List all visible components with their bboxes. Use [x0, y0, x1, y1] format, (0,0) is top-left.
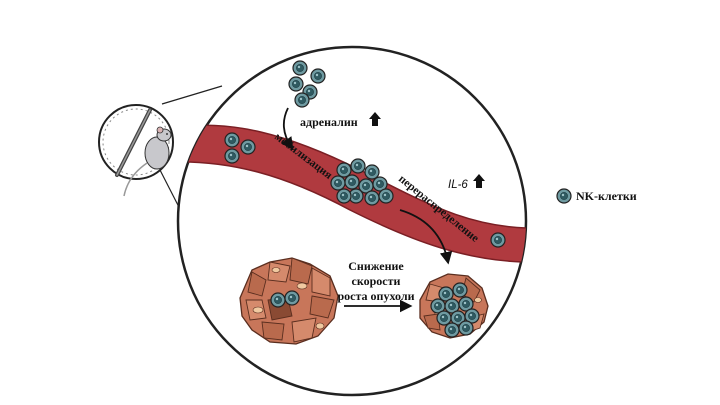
- mobilization-arrow: [281, 107, 294, 151]
- redistribution-arrow: [399, 209, 453, 265]
- legend: NK-клетки: [556, 188, 637, 204]
- nk-cell-vessel-right: [490, 232, 506, 248]
- up-arrow-icon: [369, 112, 381, 126]
- up-arrow-icon: [473, 174, 485, 188]
- il6-label: IL-6: [448, 179, 468, 191]
- tumor-growth-label-line2: скорости: [352, 274, 401, 288]
- mouse-icon: [123, 126, 172, 197]
- legend-label: NK-клетки: [576, 189, 637, 203]
- tumor-growth-label-line1: Снижение: [348, 259, 404, 273]
- adrenaline-label: адреналин: [300, 115, 358, 129]
- tumor-growth-label-line3: роста опухоли: [338, 289, 415, 303]
- mouse-wheel-icon: [98, 104, 174, 197]
- zoom-line-top: [161, 85, 223, 105]
- nk-cell-icon: [556, 188, 572, 204]
